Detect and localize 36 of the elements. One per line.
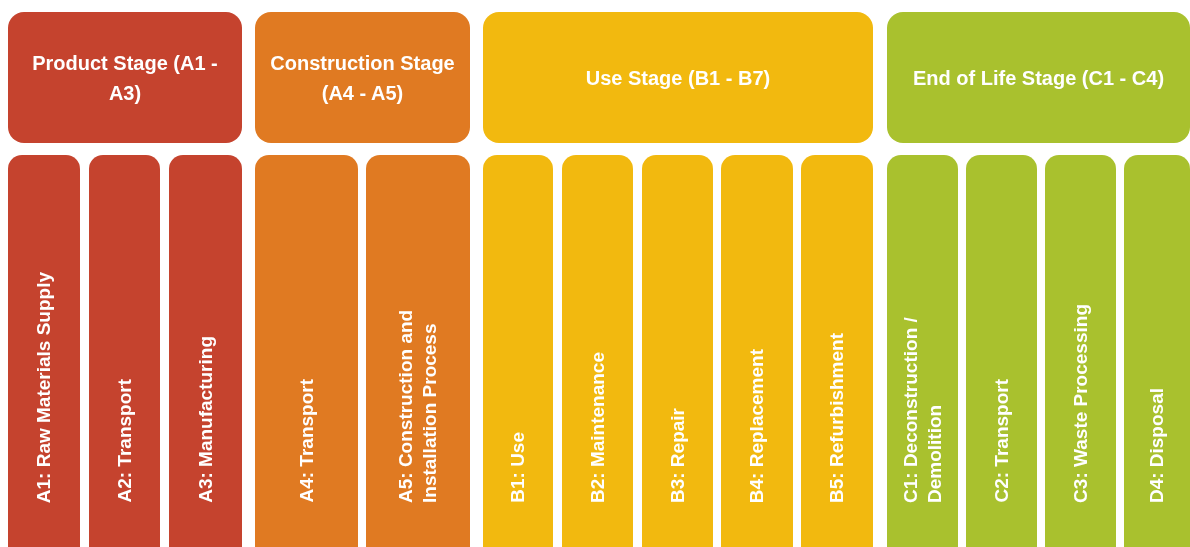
module-column [887,155,958,547]
module-label: B2: Maintenance [585,352,609,503]
module-column [89,155,160,547]
module-label: B5: Refurbishment [825,333,848,503]
module-label: C1: Deconstruction / Demolition [898,316,946,503]
module-label: D4: Disposal [1145,387,1168,503]
stage-title: End of Life Stage (C1 - C4) [912,65,1165,91]
module-label: A3: Manufacturing [193,336,217,503]
module-label: A4: Transport [294,379,318,503]
stage-header-box [255,12,470,143]
module-label: A1: Raw Materials Supply [32,271,55,503]
module-label: C2: Transport [989,379,1013,503]
module-column [483,155,553,547]
stage-header-box [887,12,1190,143]
module-label: C3: Waste Processing [1068,304,1092,503]
stage-title: Construction Stage (A4 - A5) [269,50,456,106]
module-column [1045,155,1116,547]
module-column [255,155,358,547]
module-column [366,155,470,547]
module-label: A2: Transport [112,379,136,503]
stage-title: Use Stage (B1 - B7) [585,65,771,91]
module-column [642,155,713,547]
module-label: B3: Repair [665,407,689,503]
stage-header-box [8,12,242,143]
module-column [721,155,793,547]
module-label: A5: Construction and Installation Process [394,308,441,503]
module-column [562,155,633,547]
stage-title: Product Stage (A1 - A3) [31,50,219,106]
module-label: B1: Use [506,432,529,503]
module-column [169,155,242,547]
stage-header-box [483,12,873,143]
module-column [966,155,1037,547]
module-column [1124,155,1190,547]
module-label: B4: Replacement [745,348,768,503]
module-column [8,155,80,547]
module-column [801,155,873,547]
